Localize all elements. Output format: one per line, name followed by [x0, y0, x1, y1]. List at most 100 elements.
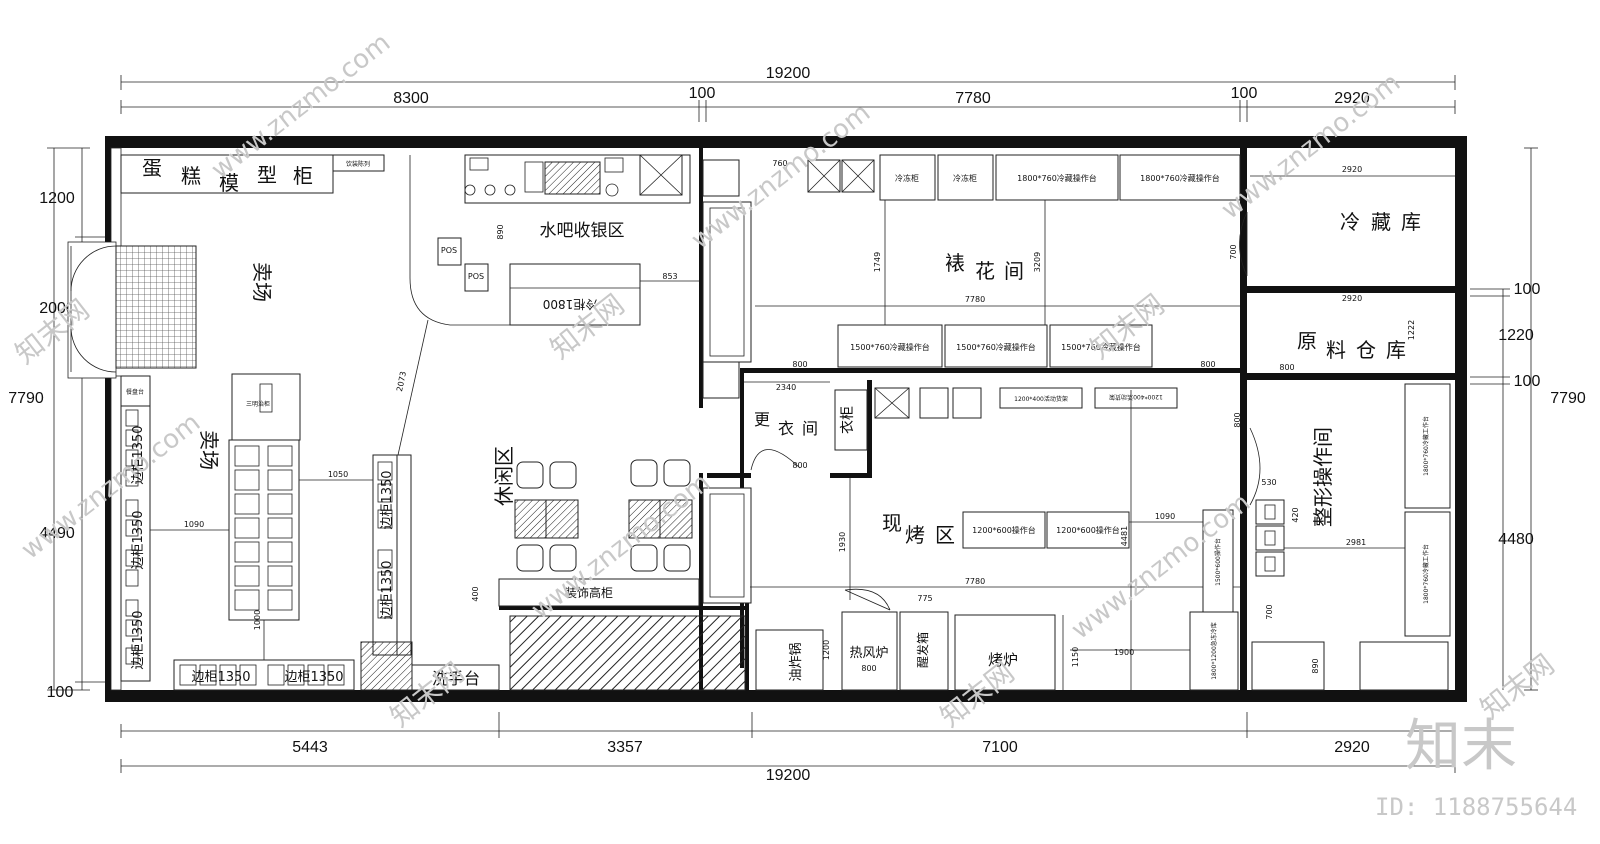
hot-air-oven-label: 热风炉 [849, 646, 888, 661]
side-cabinet-label-3: 边柜1350 [131, 610, 146, 669]
dim-1200: 1200 [822, 640, 831, 660]
cold-worktable-1-label: 1800*760冷藏工作台 [1422, 416, 1430, 476]
dim-800d: 800 [1233, 412, 1242, 427]
dim-800e: 800 [861, 664, 876, 673]
table-1200-a [962, 511, 1046, 549]
table-1800-b [1119, 154, 1241, 201]
fryer [755, 629, 824, 691]
dim-800a: 800 [792, 360, 807, 369]
cold-worktable-2-label: 1800*760冷藏工作台 [1422, 544, 1430, 604]
dim-2920a: 2920 [1342, 165, 1362, 174]
deck-oven [954, 614, 1056, 691]
decor-tall-cabinet [498, 578, 700, 607]
dim-853: 853 [662, 272, 677, 281]
baking-sinks [874, 387, 982, 419]
hot-air-oven [841, 611, 898, 691]
dim-right-3: 100 [1514, 373, 1541, 390]
dim-700b: 700 [1265, 604, 1274, 619]
dim-2920b: 2920 [1342, 294, 1362, 303]
dim-890: 890 [496, 224, 505, 239]
leisure-seating-left [514, 461, 579, 572]
baking-area-char-1: 现 [882, 511, 902, 535]
side-cabinet-label-1: 边柜1350 [131, 425, 146, 484]
bar-counter-curve [409, 155, 640, 326]
dim-3209: 3209 [1033, 252, 1042, 272]
dim-7780a: 7780 [965, 295, 985, 304]
hatched-block [509, 615, 746, 691]
table-1500-c-label: 1500*760冷藏操作台 [1061, 342, 1141, 352]
table-1200-b-label: 1200*600操作台 [1056, 525, 1120, 535]
dim-530: 530 [1261, 478, 1276, 487]
dim-top-4: 100 [1231, 85, 1258, 102]
leisure-area-label: 休闲区 [492, 446, 516, 506]
table-1200-a-label: 1200*600操作台 [972, 525, 1036, 535]
dim-top-1: 8300 [393, 90, 429, 107]
decor-room-char-2: 花 [975, 259, 995, 283]
bottom-right-station-a [1251, 641, 1325, 691]
side-cabinet-label-2: 边柜1350 [131, 510, 146, 569]
cake-cabinet-char-3: 模 [219, 171, 239, 195]
table-1800-a [995, 154, 1119, 201]
cold-storage-char-1: 冷 [1340, 210, 1360, 234]
fridge-1800-label: 冷柜1800 [543, 297, 598, 311]
shaping-room-label: 整形操作间 [1311, 427, 1335, 527]
dim-right-1: 100 [1514, 281, 1541, 298]
changing-door-arc [750, 449, 801, 471]
dim-2340: 2340 [776, 383, 796, 392]
dim-760: 760 [772, 159, 787, 168]
dim-top-5: 2920 [1334, 90, 1370, 107]
changing-room-char-1: 更 [754, 410, 770, 429]
dim-top-total: 19200 [766, 65, 811, 82]
dim-4481: 4481 [1120, 526, 1129, 546]
cold-storage-door [1239, 211, 1248, 277]
table-1800-b-label: 1800*760冷藏操作台 [1140, 173, 1220, 183]
dim-1000: 1000 [253, 610, 262, 630]
cake-cabinet-char-2: 糕 [181, 164, 201, 188]
dim-right-total: 7790 [1550, 390, 1586, 407]
left-side-cabinets [120, 405, 151, 682]
blast-freezer [1189, 611, 1239, 691]
dim-1930: 1930 [838, 532, 847, 552]
dim-left-4: 100 [47, 684, 74, 701]
proofer-label: 醒发箱 [915, 632, 930, 668]
exterior-walls [105, 136, 1467, 702]
table-1500-b-label: 1500*760冷藏操作台 [956, 342, 1036, 352]
oven-door-arc [844, 588, 891, 611]
dim-2073: 2073 [395, 371, 408, 393]
bottom-cabinet-label-2: 边柜1350 [284, 670, 343, 685]
dim-left-1: 1200 [39, 190, 75, 207]
dim-bottom-1: 5443 [292, 739, 328, 756]
dim-1050: 1050 [328, 470, 348, 479]
dim-left-2: 2000 [39, 300, 75, 317]
mobile-shelf-1 [999, 387, 1083, 409]
changing-room-char-2: 衣 [778, 419, 794, 438]
cold-worktable-1 [1404, 383, 1451, 509]
dim-420: 420 [1291, 507, 1300, 522]
cake-cabinet-char-5: 柜 [293, 164, 313, 188]
freezer-2-label: 冷冻柜 [953, 173, 977, 183]
table-1800-a-label: 1800*760冷藏操作台 [1017, 173, 1097, 183]
dim-bottom-2: 3357 [607, 739, 643, 756]
blast-freezer-label: 1800*1200急冻冷库 [1210, 622, 1218, 680]
baking-area-char-2: 烤 [905, 523, 925, 547]
dim-775: 775 [917, 594, 932, 603]
right-shelf-label-1: 边柜1350 [380, 470, 395, 529]
wash-station [411, 664, 500, 691]
shaping-small-shelves [1255, 499, 1285, 577]
table-1500-600-label: 1500*600操作台 [1214, 538, 1222, 586]
leisure-seating-right [628, 459, 693, 572]
sales-right-shelves [372, 454, 412, 656]
table-1500-a [837, 324, 943, 368]
plate-table-label: 餐盘台 [126, 388, 144, 396]
bottom-right-station-b [1359, 641, 1449, 691]
table-1500-b [944, 324, 1048, 368]
pos-2 [464, 263, 489, 292]
bottom-cabinet-label-1: 边柜1350 [191, 670, 250, 685]
dim-top-3: 7780 [955, 90, 991, 107]
bar-cashier-label: 水吧收银区 [540, 221, 625, 241]
dim-800b: 800 [1200, 360, 1215, 369]
center-display-island [228, 439, 300, 621]
cake-model-cabinet [120, 154, 334, 194]
wardrobe-label: 衣柜 [840, 406, 856, 434]
